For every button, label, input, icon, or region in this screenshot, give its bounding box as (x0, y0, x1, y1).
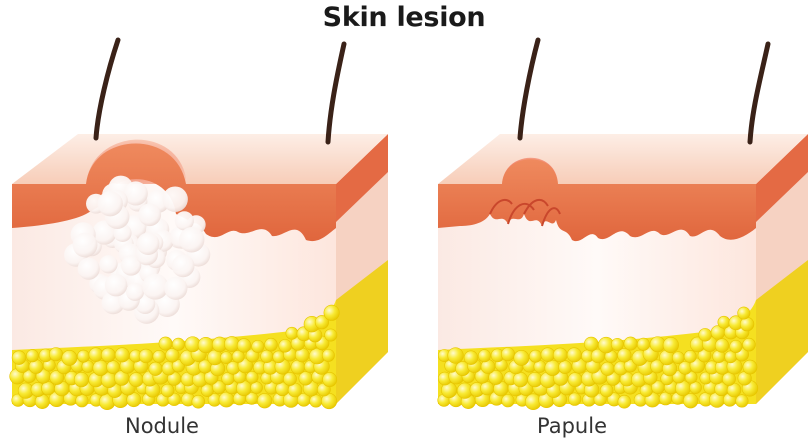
fat-globule (219, 392, 234, 407)
fat-globule (139, 349, 153, 363)
hair-right (328, 44, 344, 142)
papule-skin-block (438, 40, 808, 410)
papule-caption: Papule (537, 414, 607, 438)
fat-globule (553, 348, 567, 362)
fat-globule (514, 350, 529, 365)
fat-globule (12, 351, 26, 365)
fat-globule (265, 338, 278, 351)
nodule-cell (78, 258, 100, 280)
fat-globule (672, 352, 684, 364)
fat-globule (545, 360, 560, 375)
nodule-cell (162, 186, 187, 211)
fat-globule (283, 372, 296, 385)
fat-globule (736, 395, 749, 408)
fat-globule (93, 360, 108, 375)
fat-globule (718, 316, 730, 328)
nodule-cell (137, 232, 160, 255)
fat-globule (257, 393, 272, 408)
nodule-cell (164, 277, 187, 300)
nodule-cell (105, 274, 128, 297)
fat-globule (501, 348, 514, 361)
nodule-cell (99, 255, 117, 273)
fat-globule (322, 349, 334, 361)
nodule-skin-surface (12, 134, 388, 184)
fat-globule (153, 350, 165, 362)
fat-globule (663, 337, 679, 353)
fat-globule (743, 338, 756, 351)
fat-globule (310, 395, 323, 408)
fat-globule (115, 348, 129, 362)
fat-globule (26, 350, 38, 362)
fat-globule (541, 348, 555, 362)
fat-globule (601, 362, 615, 376)
fat-globule (323, 372, 337, 386)
fat-globule (62, 350, 77, 365)
nodule-cell (73, 233, 98, 258)
nodule-skin-block (10, 40, 388, 410)
fat-globule (568, 393, 581, 406)
fat-globule (513, 372, 528, 387)
fat-globule (502, 394, 515, 407)
fat-globule (172, 338, 184, 350)
fat-globule (715, 339, 729, 353)
nodule-cell (142, 274, 168, 300)
fat-globule (624, 337, 637, 350)
fat-globule (448, 348, 464, 364)
fat-globule (325, 329, 337, 341)
fat-globule (743, 360, 757, 374)
hair-left-papule (520, 40, 538, 138)
fat-globule (107, 361, 120, 374)
nodule-caption: Nodule (125, 414, 199, 438)
fat-globule (600, 384, 613, 397)
fat-globule (76, 394, 89, 407)
fat-globule (89, 348, 103, 362)
fat-globule (161, 384, 174, 397)
fat-globule (192, 395, 205, 408)
fat-globule (324, 305, 339, 320)
fat-globule (273, 351, 285, 363)
fat-globule (77, 350, 89, 362)
fat-globule (684, 350, 696, 362)
fat-globule (286, 327, 298, 339)
nodule-cell (98, 191, 123, 216)
fat-globule (618, 395, 631, 408)
nodule-cell (179, 227, 204, 252)
fat-globule (252, 340, 264, 352)
nodule-cell (172, 255, 195, 278)
nodule-cell (138, 203, 161, 226)
hair-left (96, 40, 118, 138)
fat-globule (129, 373, 143, 387)
fat-globule (611, 338, 623, 350)
fat-globule (464, 351, 478, 365)
fat-globule (738, 307, 750, 319)
fat-globule (237, 339, 251, 353)
fat-globule (637, 338, 649, 350)
fat-globule (159, 337, 172, 350)
fat-globule (683, 393, 698, 408)
nodule-cell (126, 283, 144, 301)
fat-globule (74, 372, 89, 387)
hair-right-papule (750, 44, 768, 142)
fat-globule (568, 373, 582, 387)
fat-globule (49, 348, 62, 361)
fat-globule (261, 350, 274, 363)
fat-globule (567, 348, 581, 362)
fat-globule (584, 337, 598, 351)
fat-globule (279, 339, 292, 352)
fat-globule (478, 350, 490, 362)
fat-globule (101, 348, 115, 362)
fat-globule (220, 352, 232, 364)
fat-globule (730, 340, 742, 352)
fat-globule (699, 328, 712, 341)
fat-globule (559, 361, 572, 374)
fat-globule (529, 350, 541, 362)
fat-globule (198, 337, 214, 353)
fat-globule (149, 362, 163, 376)
